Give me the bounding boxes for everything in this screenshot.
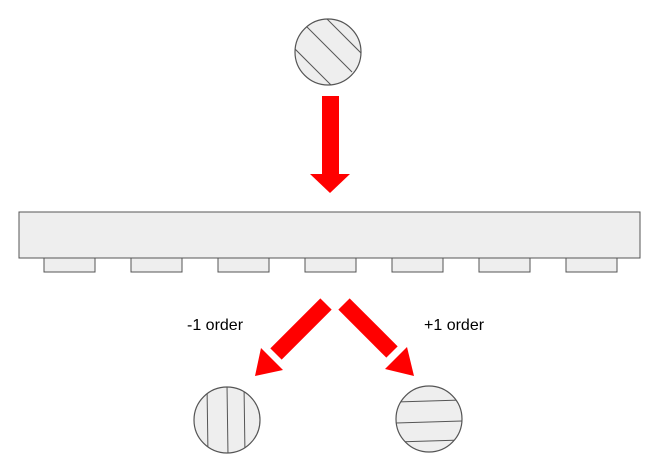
diffracted-wave-vertical-fringes-icon (193, 386, 261, 454)
grating-tooth (43, 257, 96, 273)
grating-tooth (304, 257, 357, 273)
grating-tooth (565, 257, 618, 273)
incident-arrow (310, 96, 350, 193)
incident-wave-diagonal-fringes-icon (294, 18, 362, 86)
grating-tooth (391, 257, 444, 273)
minus-one-order-label: -1 order (187, 317, 244, 334)
grating-teeth (43, 257, 618, 273)
plus-order-arrow (338, 298, 414, 376)
diffraction-grating (18, 211, 641, 273)
grating-tooth (478, 257, 531, 273)
minus-order-arrow (255, 298, 332, 376)
grating-tooth (130, 257, 183, 273)
grating-tooth (217, 257, 270, 273)
diffracted-wave-horizontal-fringes-icon (395, 385, 463, 453)
plus-one-order-label: +1 order (424, 317, 485, 334)
